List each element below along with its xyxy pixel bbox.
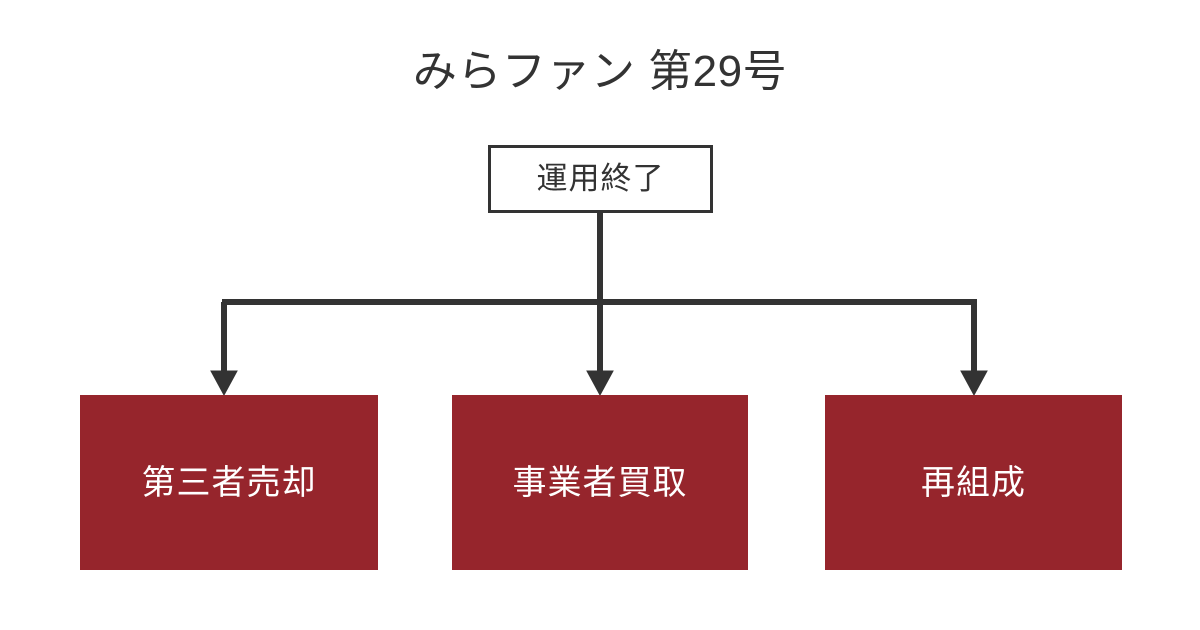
- node-leaf-label: 再組成: [921, 463, 1026, 502]
- arrowhead-leaf-1: [586, 370, 614, 397]
- node-root-end-of-operation: 運用終了: [488, 145, 713, 213]
- arrowhead-leaf-0: [210, 370, 238, 397]
- diagram-title: みらファン 第29号: [412, 47, 788, 96]
- node-leaf-third-party-sale: 第三者売却: [80, 395, 378, 570]
- arrowhead-leaf-2: [960, 370, 988, 397]
- node-leaf-operator-buyback: 事業者買取: [452, 395, 748, 570]
- node-leaf-label: 事業者買取: [512, 463, 688, 502]
- node-root-label: 運用終了: [536, 161, 665, 196]
- node-leaf-label: 第三者売却: [141, 463, 317, 502]
- node-leaf-reorganization: 再組成: [825, 395, 1122, 570]
